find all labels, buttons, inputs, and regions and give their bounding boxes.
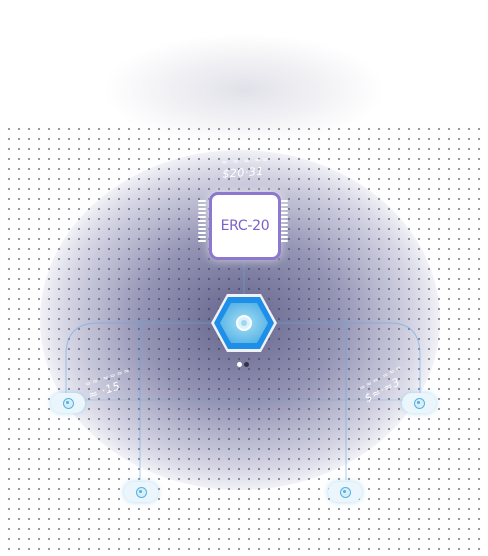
target-ring-icon xyxy=(135,486,147,498)
target-ring-icon xyxy=(413,397,425,409)
chip-pins-right xyxy=(280,200,288,246)
pager-dots xyxy=(237,352,251,371)
target-ring-icon xyxy=(62,397,74,409)
chip-pins-left xyxy=(198,200,206,246)
node-right[interactable] xyxy=(402,393,436,413)
target-ring-icon xyxy=(339,486,351,498)
node-left[interactable] xyxy=(51,393,85,413)
annotation-top: ≈ ≈ ≈ ≈≈ $20·31 xyxy=(221,154,270,181)
annotation-top-line2: $20·31 xyxy=(221,164,265,181)
pager-dot-2[interactable] xyxy=(244,362,249,367)
top-fade xyxy=(0,0,488,140)
erc20-chip-label: ERC-20 xyxy=(220,218,270,234)
hub-hexagon[interactable] xyxy=(210,292,278,354)
pager-dot-1[interactable] xyxy=(237,362,242,367)
node-bottom-right[interactable] xyxy=(328,482,362,502)
erc20-chip[interactable]: ERC-20 xyxy=(209,192,281,260)
hexagon-core-icon xyxy=(211,294,277,352)
node-bottom-left[interactable] xyxy=(124,482,158,502)
